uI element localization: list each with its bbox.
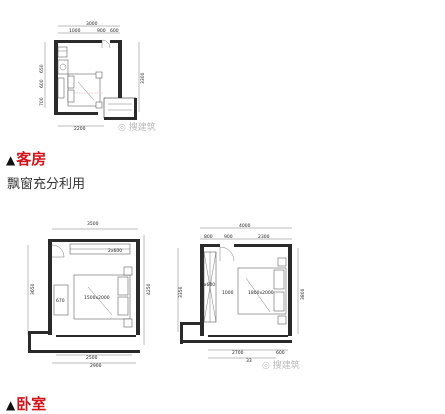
dim-right: 3300 <box>140 72 146 84</box>
watermark-1: ◎ 搜建筑 <box>118 123 156 133</box>
dim-left-b: 600 <box>39 79 45 88</box>
triangle-icon: ▲ <box>6 398 16 412</box>
dim-top-b: 900 <box>97 28 106 34</box>
dim-inner: 1000 <box>222 290 234 296</box>
watermark-icon: ◎ <box>262 361 270 371</box>
section-title-bedroom: ▲卧室 <box>6 395 47 413</box>
dim-bottom-c: 33 <box>246 358 252 364</box>
dim-top-b: 900 <box>224 234 233 240</box>
bed-size-label: 1800x2000 <box>248 290 274 296</box>
section-title-guest-room: ▲客房 <box>6 150 47 168</box>
caption-bay-window: 飘窗充分利用 <box>7 177 86 192</box>
dim-top-a: 800 <box>204 234 213 240</box>
dim-right: 4250 <box>146 283 152 295</box>
dim-left-c: 700 <box>39 97 45 106</box>
bedroom-floor-plan-b: 4000 800 900 2300 3350 3800 2x600 1000 1… <box>177 223 306 364</box>
triangle-icon: ▲ <box>6 153 16 167</box>
dim-left: 3350 <box>178 286 184 298</box>
dim-left: 3650 <box>30 283 36 295</box>
dim-desk: 670 <box>56 298 65 304</box>
guest-room-floor-plan: 3000 1000 900 600 650 600 700 3300 2200 <box>39 21 146 132</box>
bedroom-floor-plan-a: 3500 3650 4250 2x600 670 1500x2000 2500 … <box>27 221 152 369</box>
dim-bottom-a: 2500 <box>86 355 98 361</box>
dim-bottom: 2200 <box>74 126 86 132</box>
dim-top-total: 4000 <box>239 223 251 229</box>
dim-bottom-b: 2900 <box>90 363 102 369</box>
watermark-2: ◎ 搜建筑 <box>262 361 300 371</box>
dim-left-a: 650 <box>39 64 45 73</box>
dim-top-c: 2300 <box>258 234 270 240</box>
wardrobe-label: 2x600 <box>201 282 215 288</box>
dim-top-total: 3500 <box>87 221 99 227</box>
dim-top-c: 600 <box>110 28 119 34</box>
bed-size-label: 1500x2000 <box>84 295 110 301</box>
watermark-icon: ◎ <box>118 123 126 133</box>
dim-right: 3800 <box>300 288 306 300</box>
wardrobe-label: 2x600 <box>108 248 122 254</box>
dim-top-total: 3000 <box>86 21 98 27</box>
dim-bottom-b: 600 <box>276 350 285 356</box>
dim-bottom-a: 2700 <box>232 350 244 356</box>
dim-top-a: 1000 <box>69 28 81 34</box>
